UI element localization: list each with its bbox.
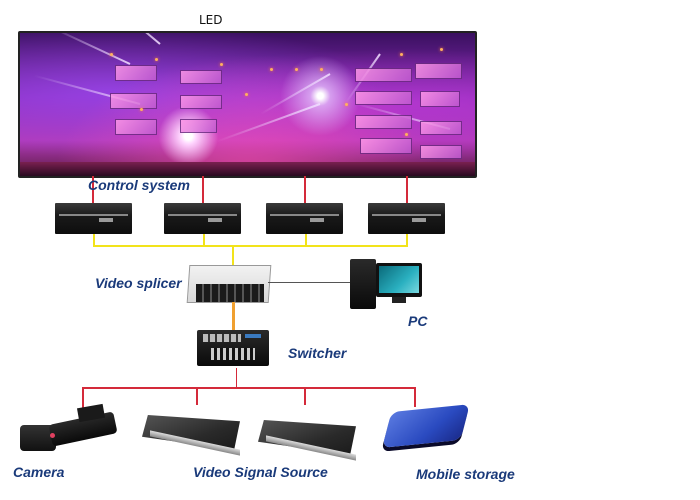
light-beam <box>48 33 131 65</box>
source-bus <box>82 387 416 389</box>
video-panel <box>415 63 462 79</box>
yellow-drop-4 <box>406 234 408 246</box>
control-box-2 <box>164 203 241 234</box>
camera-record-light <box>50 433 55 438</box>
switcher-label: Switcher <box>288 345 347 361</box>
video-panel <box>115 65 157 81</box>
link-control-3-led <box>304 176 306 206</box>
control-system-label: Control system <box>88 177 190 193</box>
stage-light <box>295 68 298 71</box>
video-panel <box>355 91 412 105</box>
link-source-bus-switcher <box>236 368 237 388</box>
video-splicer-label: Video splicer <box>95 275 182 291</box>
control-bus <box>93 245 408 247</box>
stage-light <box>220 63 223 66</box>
control-box-1 <box>55 203 132 234</box>
stage-light <box>155 58 158 61</box>
led-label: LED <box>199 13 223 27</box>
mobile-storage-label: Mobile storage <box>416 466 515 482</box>
stage-light <box>110 53 113 56</box>
video-signal-source-label: Video Signal Source <box>193 464 328 480</box>
link-splicer-bus <box>232 245 234 267</box>
link-control-1-led <box>92 176 94 206</box>
control-box-3 <box>266 203 343 234</box>
video-panel <box>180 119 217 133</box>
stage-light <box>405 133 408 136</box>
stage-light <box>245 93 248 96</box>
link-pc-splicer <box>268 282 350 283</box>
light-beam <box>260 73 331 115</box>
pc-label: PC <box>408 313 428 329</box>
control-box-4 <box>368 203 445 234</box>
stage-light <box>440 48 443 51</box>
light-beam <box>98 33 161 45</box>
drop-mobile-storage <box>414 387 416 407</box>
yellow-drop-3 <box>305 234 307 246</box>
video-panel <box>115 119 157 135</box>
video-panel <box>360 138 412 154</box>
yellow-drop-2 <box>203 234 205 246</box>
video-panel <box>110 93 157 109</box>
video-panel <box>355 115 412 129</box>
drop-camera <box>82 387 84 409</box>
video-panel <box>420 121 462 135</box>
switcher-device <box>197 330 269 366</box>
video-panel <box>355 68 412 82</box>
stage-light <box>400 53 403 56</box>
stage-light <box>345 103 348 106</box>
stage-floor <box>20 162 475 176</box>
stage-light <box>320 68 323 71</box>
camera-label: Camera <box>13 464 65 480</box>
video-panel <box>180 95 222 109</box>
video-panel <box>420 91 460 107</box>
drop-laptop-2 <box>304 387 306 405</box>
pc-monitor <box>376 263 422 297</box>
video-panel <box>420 145 462 159</box>
video-splicer-ports <box>196 284 264 302</box>
link-switcher-splicer <box>232 302 235 330</box>
video-panel <box>180 70 222 84</box>
led-screen <box>18 31 477 178</box>
link-control-4-led <box>406 176 408 206</box>
pc-monitor-stand <box>392 297 406 303</box>
stage-light <box>270 68 273 71</box>
stage-light <box>140 108 143 111</box>
pc-tower <box>350 259 376 309</box>
yellow-drop-1 <box>93 234 95 246</box>
link-control-2-led <box>202 176 204 206</box>
mobile-storage-device <box>382 404 470 448</box>
drop-laptop-1 <box>196 387 198 405</box>
